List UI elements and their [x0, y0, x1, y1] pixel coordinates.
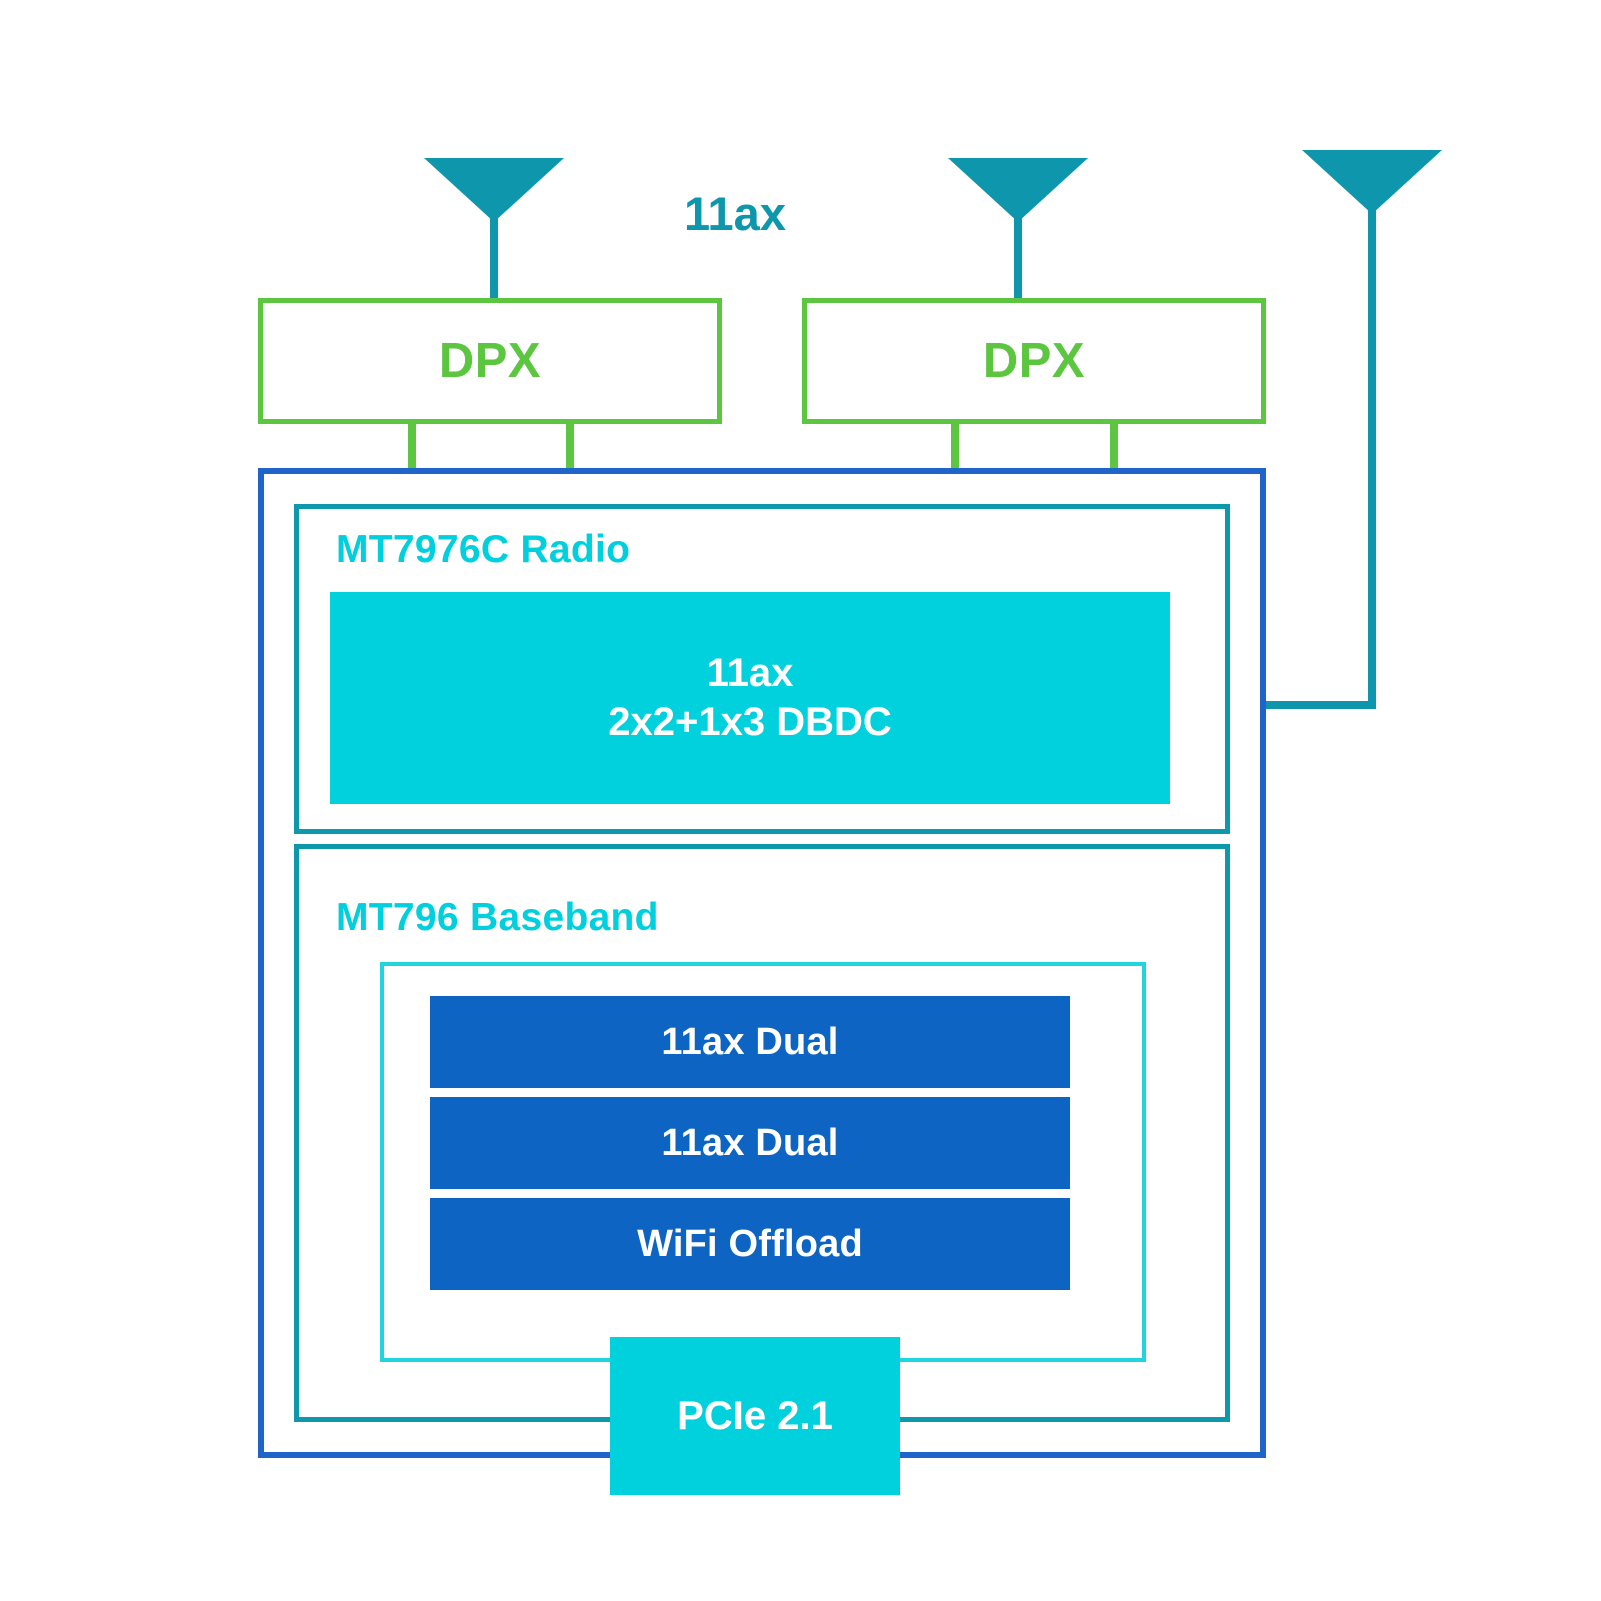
radio-capability-line-2: 2x2+1x3 DBDC — [608, 700, 892, 744]
dpx-block-1-label: DPX — [438, 334, 542, 388]
baseband-bar-1[interactable]: 11ax Dual — [430, 996, 1070, 1088]
mt7976c-radio-title: MT7976C Radio — [336, 528, 631, 571]
antenna-center-stem — [1014, 218, 1022, 304]
baseband-bar-1-label: 11ax Dual — [661, 1020, 839, 1063]
antenna-right-stem — [1368, 210, 1376, 709]
baseband-bar-2-label: 11ax Dual — [661, 1121, 839, 1164]
pcie-interface-label: PCIe 2.1 — [677, 1393, 833, 1438]
antenna-center-icon — [948, 158, 1088, 222]
antenna-left-stem — [490, 218, 498, 304]
antenna-right-icon — [1302, 150, 1442, 214]
diagram-title-11ax: 11ax — [684, 187, 786, 240]
radio-capability-block: 11ax 2x2+1x3 DBDC — [330, 592, 1170, 804]
dpx-1-drop-line-a — [408, 420, 416, 476]
radio-capability-line-1: 11ax — [706, 651, 794, 696]
dpx-block-1[interactable]: DPX — [258, 298, 722, 424]
pcie-interface-block[interactable]: PCIe 2.1 — [610, 1337, 900, 1495]
mt796-baseband-title: MT796 Baseband — [336, 896, 659, 939]
antenna-left-icon — [424, 158, 564, 222]
dpx-block-2-label: DPX — [982, 334, 1086, 388]
baseband-bar-3-label: WiFi Offload — [637, 1222, 863, 1265]
antenna-right-feed-line — [1258, 701, 1376, 709]
dpx-1-drop-line-b — [566, 420, 574, 476]
dpx-block-2[interactable]: DPX — [802, 298, 1266, 424]
baseband-bar-3[interactable]: WiFi Offload — [430, 1198, 1070, 1290]
dpx-2-drop-line-a — [951, 420, 959, 476]
dpx-2-drop-line-b — [1110, 420, 1118, 476]
baseband-bar-2[interactable]: 11ax Dual — [430, 1097, 1070, 1189]
